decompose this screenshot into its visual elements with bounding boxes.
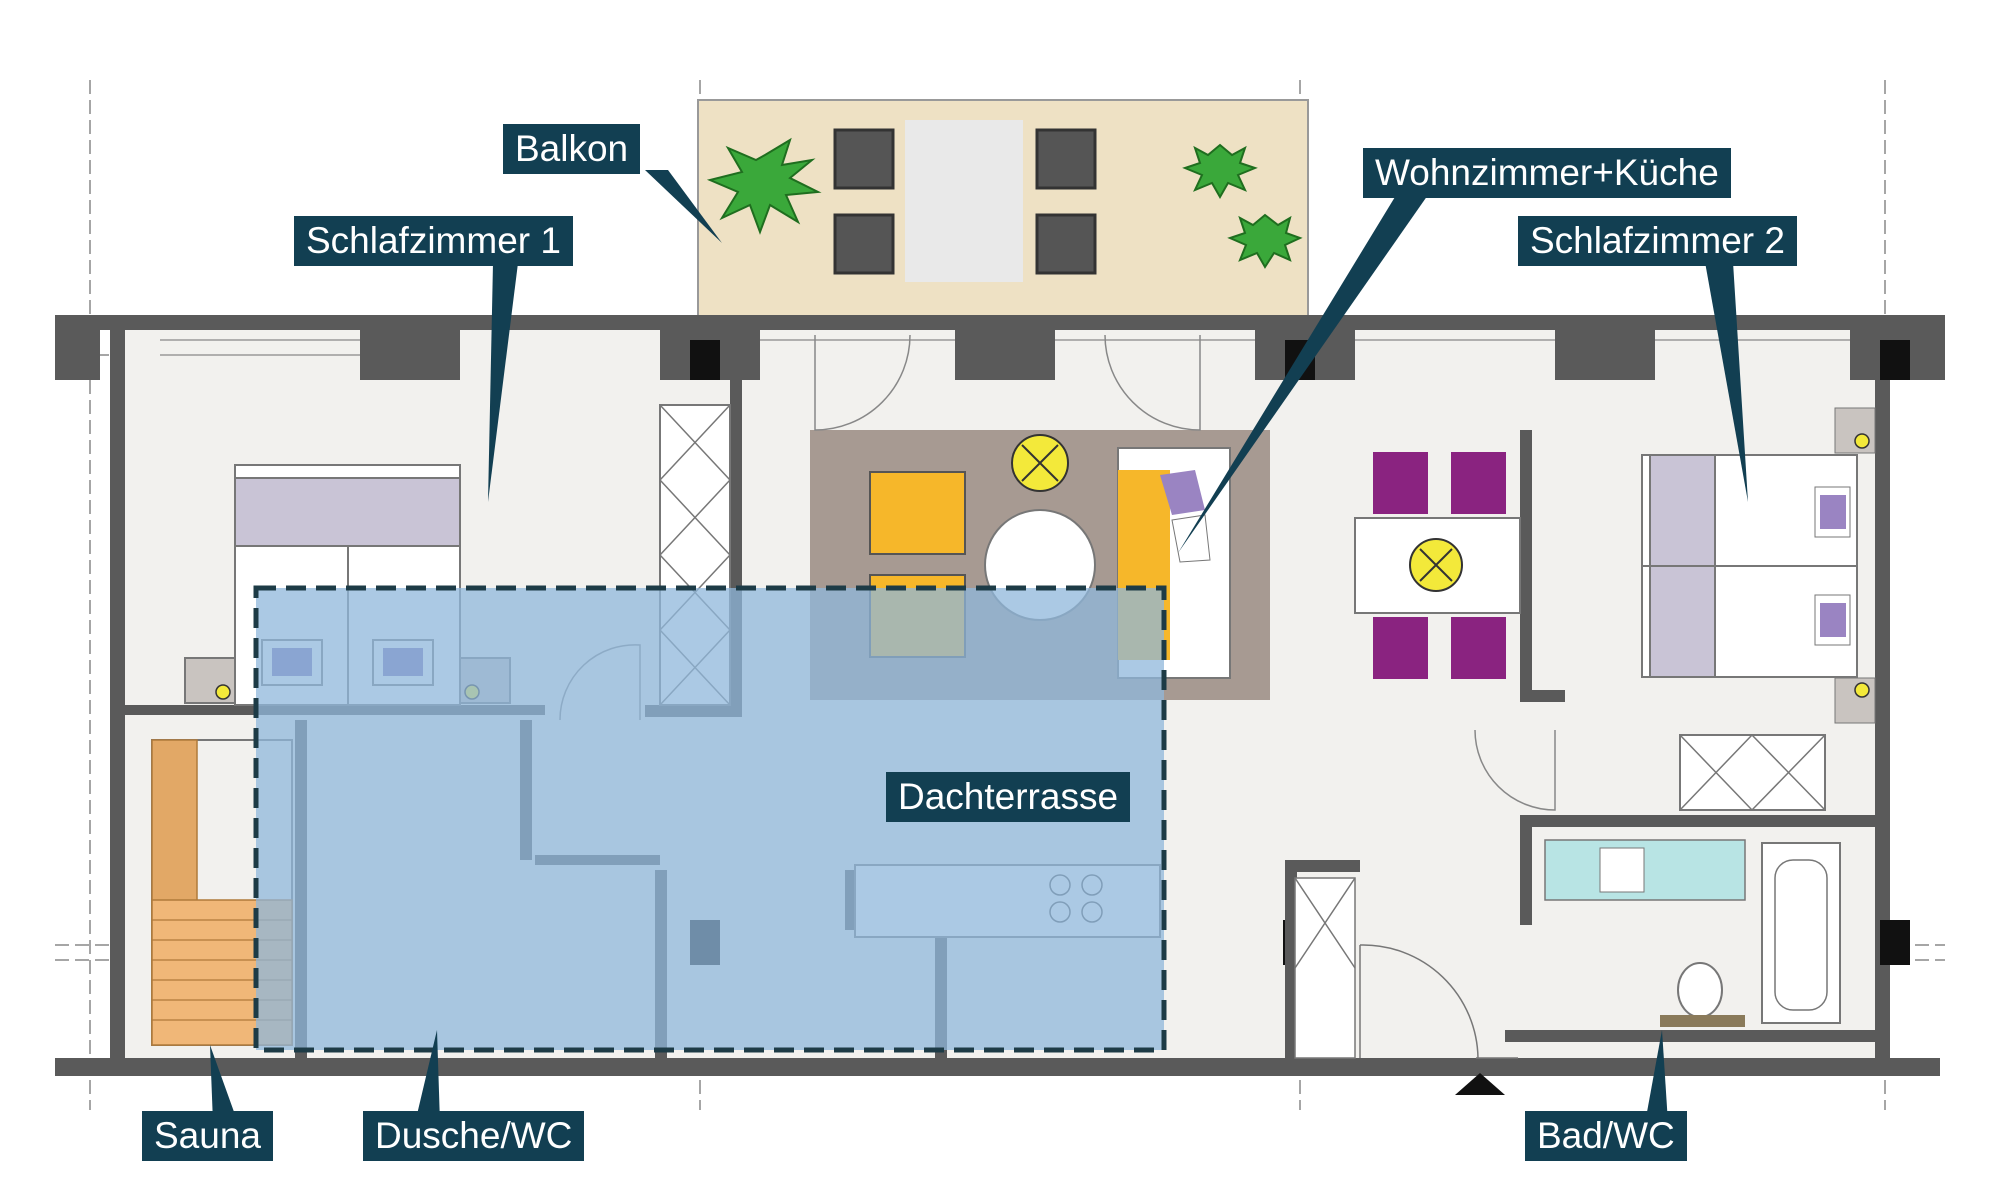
bedroom2-furniture bbox=[1641, 407, 1876, 811]
entrance-area bbox=[1294, 877, 1518, 1095]
label-wohnzimmer-kueche: Wohnzimmer+Küche bbox=[1363, 148, 1731, 198]
label-dachterrasse: Dachterrasse bbox=[886, 772, 1131, 822]
bathroom-furniture bbox=[1544, 839, 1841, 1027]
label-sauna: Sauna bbox=[142, 1111, 273, 1161]
label-schlafzimmer-2: Schlafzimmer 2 bbox=[1518, 216, 1797, 266]
windows bbox=[160, 339, 1850, 356]
dining-furniture bbox=[1354, 452, 1521, 679]
label-bad-wc: Bad/WC bbox=[1525, 1111, 1687, 1161]
label-schlafzimmer-1: Schlafzimmer 1 bbox=[294, 216, 573, 266]
label-balkon: Balkon bbox=[503, 124, 641, 174]
balcony bbox=[697, 99, 1309, 333]
label-dusche-wc: Dusche/WC bbox=[363, 1111, 585, 1161]
leader-lines bbox=[210, 170, 1748, 1123]
plant-icons bbox=[706, 137, 1303, 269]
